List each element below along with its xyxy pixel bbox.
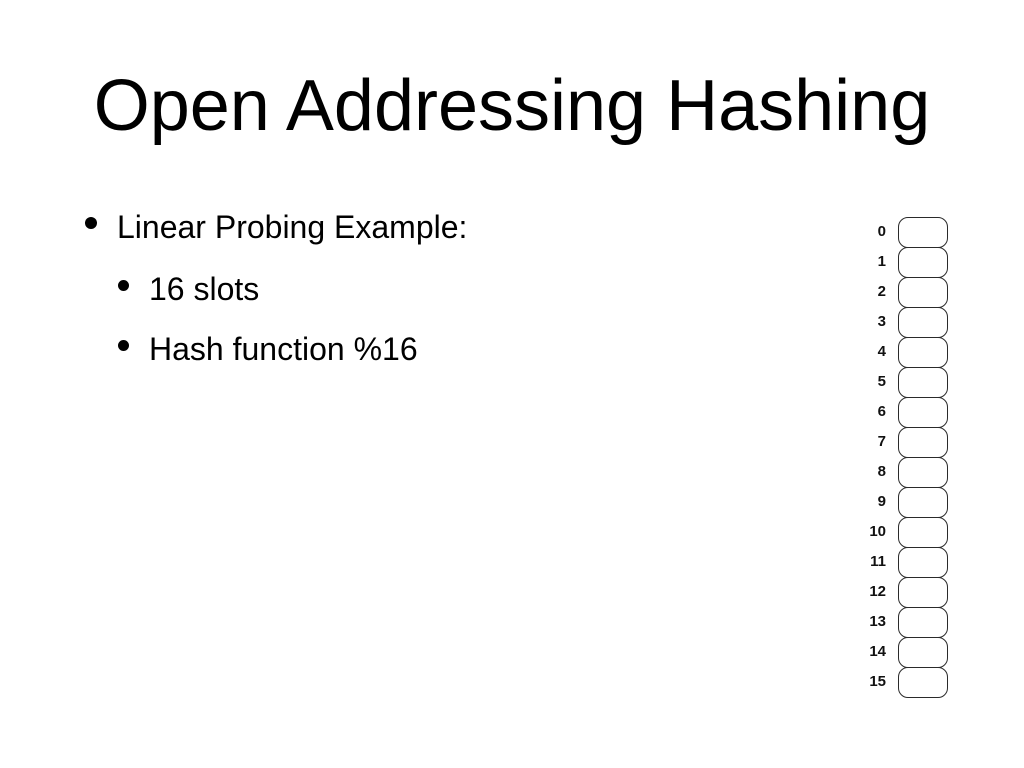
slot-box bbox=[898, 337, 948, 368]
slot-box bbox=[898, 427, 948, 458]
slot-box bbox=[898, 517, 948, 548]
slot-index-label: 15 bbox=[869, 673, 886, 690]
hash-slot-row: 2 bbox=[850, 277, 948, 308]
slide-title: Open Addressing Hashing bbox=[93, 66, 931, 146]
slot-index-label: 9 bbox=[877, 493, 886, 510]
hash-slot-row: 3 bbox=[850, 307, 948, 338]
slot-box bbox=[898, 577, 948, 608]
bullet-item-16-slots: 16 slots bbox=[118, 267, 259, 311]
slot-index-label: 12 bbox=[869, 583, 886, 600]
hash-slot-row: 7 bbox=[850, 427, 948, 458]
bullet-icon bbox=[85, 217, 97, 229]
slot-box bbox=[898, 487, 948, 518]
slot-box bbox=[898, 667, 948, 698]
hash-slot-row: 1 bbox=[850, 247, 948, 278]
slot-index-label: 1 bbox=[877, 253, 886, 270]
hash-slot-row: 10 bbox=[850, 517, 948, 548]
slot-box bbox=[898, 367, 948, 398]
bullet-text: 16 slots bbox=[149, 271, 260, 307]
hash-slot-row: 6 bbox=[850, 397, 948, 428]
slot-box bbox=[898, 547, 948, 578]
hash-slot-row: 4 bbox=[850, 337, 948, 368]
hash-slot-row: 5 bbox=[850, 367, 948, 398]
hash-slot-row: 11 bbox=[850, 547, 948, 578]
slot-index-label: 11 bbox=[870, 553, 886, 570]
hash-slot-row: 12 bbox=[850, 577, 948, 608]
hash-slot-row: 8 bbox=[850, 457, 948, 488]
slot-index-label: 6 bbox=[877, 403, 886, 420]
hash-slot-row: 15 bbox=[850, 667, 948, 698]
slot-box bbox=[898, 277, 948, 308]
slot-box bbox=[898, 607, 948, 638]
slot-index-label: 10 bbox=[869, 523, 886, 540]
slot-box bbox=[898, 217, 948, 248]
hash-table-diagram: 0 1 2 3 4 5 6 7 bbox=[850, 217, 948, 698]
bullet-text: Linear Probing Example: bbox=[117, 209, 468, 245]
slot-index-label: 8 bbox=[877, 463, 886, 480]
bullet-icon bbox=[118, 339, 129, 351]
hash-slot-row: 13 bbox=[850, 607, 948, 638]
slot-box bbox=[898, 247, 948, 278]
hash-slot-row: 0 bbox=[850, 217, 948, 248]
bullet-item-hash-function: Hash function %16 bbox=[118, 327, 418, 371]
hash-slot-row: 14 bbox=[850, 637, 948, 668]
slot-index-label: 13 bbox=[869, 613, 886, 630]
slot-index-label: 7 bbox=[877, 433, 886, 450]
slot-index-label: 0 bbox=[877, 223, 886, 240]
slot-box bbox=[898, 637, 948, 668]
slot-index-label: 14 bbox=[869, 643, 886, 660]
slot-box bbox=[898, 307, 948, 338]
slot-index-label: 5 bbox=[877, 373, 886, 390]
slot-index-label: 3 bbox=[877, 313, 886, 330]
bullet-icon bbox=[118, 279, 129, 291]
slot-box bbox=[898, 457, 948, 488]
bullet-text: Hash function %16 bbox=[149, 331, 418, 367]
slot-index-label: 2 bbox=[877, 283, 886, 300]
hash-slot-row: 9 bbox=[850, 487, 948, 518]
bullet-item-linear-probing: Linear Probing Example: bbox=[85, 205, 467, 249]
slot-index-label: 4 bbox=[877, 343, 886, 360]
slot-box bbox=[898, 397, 948, 428]
